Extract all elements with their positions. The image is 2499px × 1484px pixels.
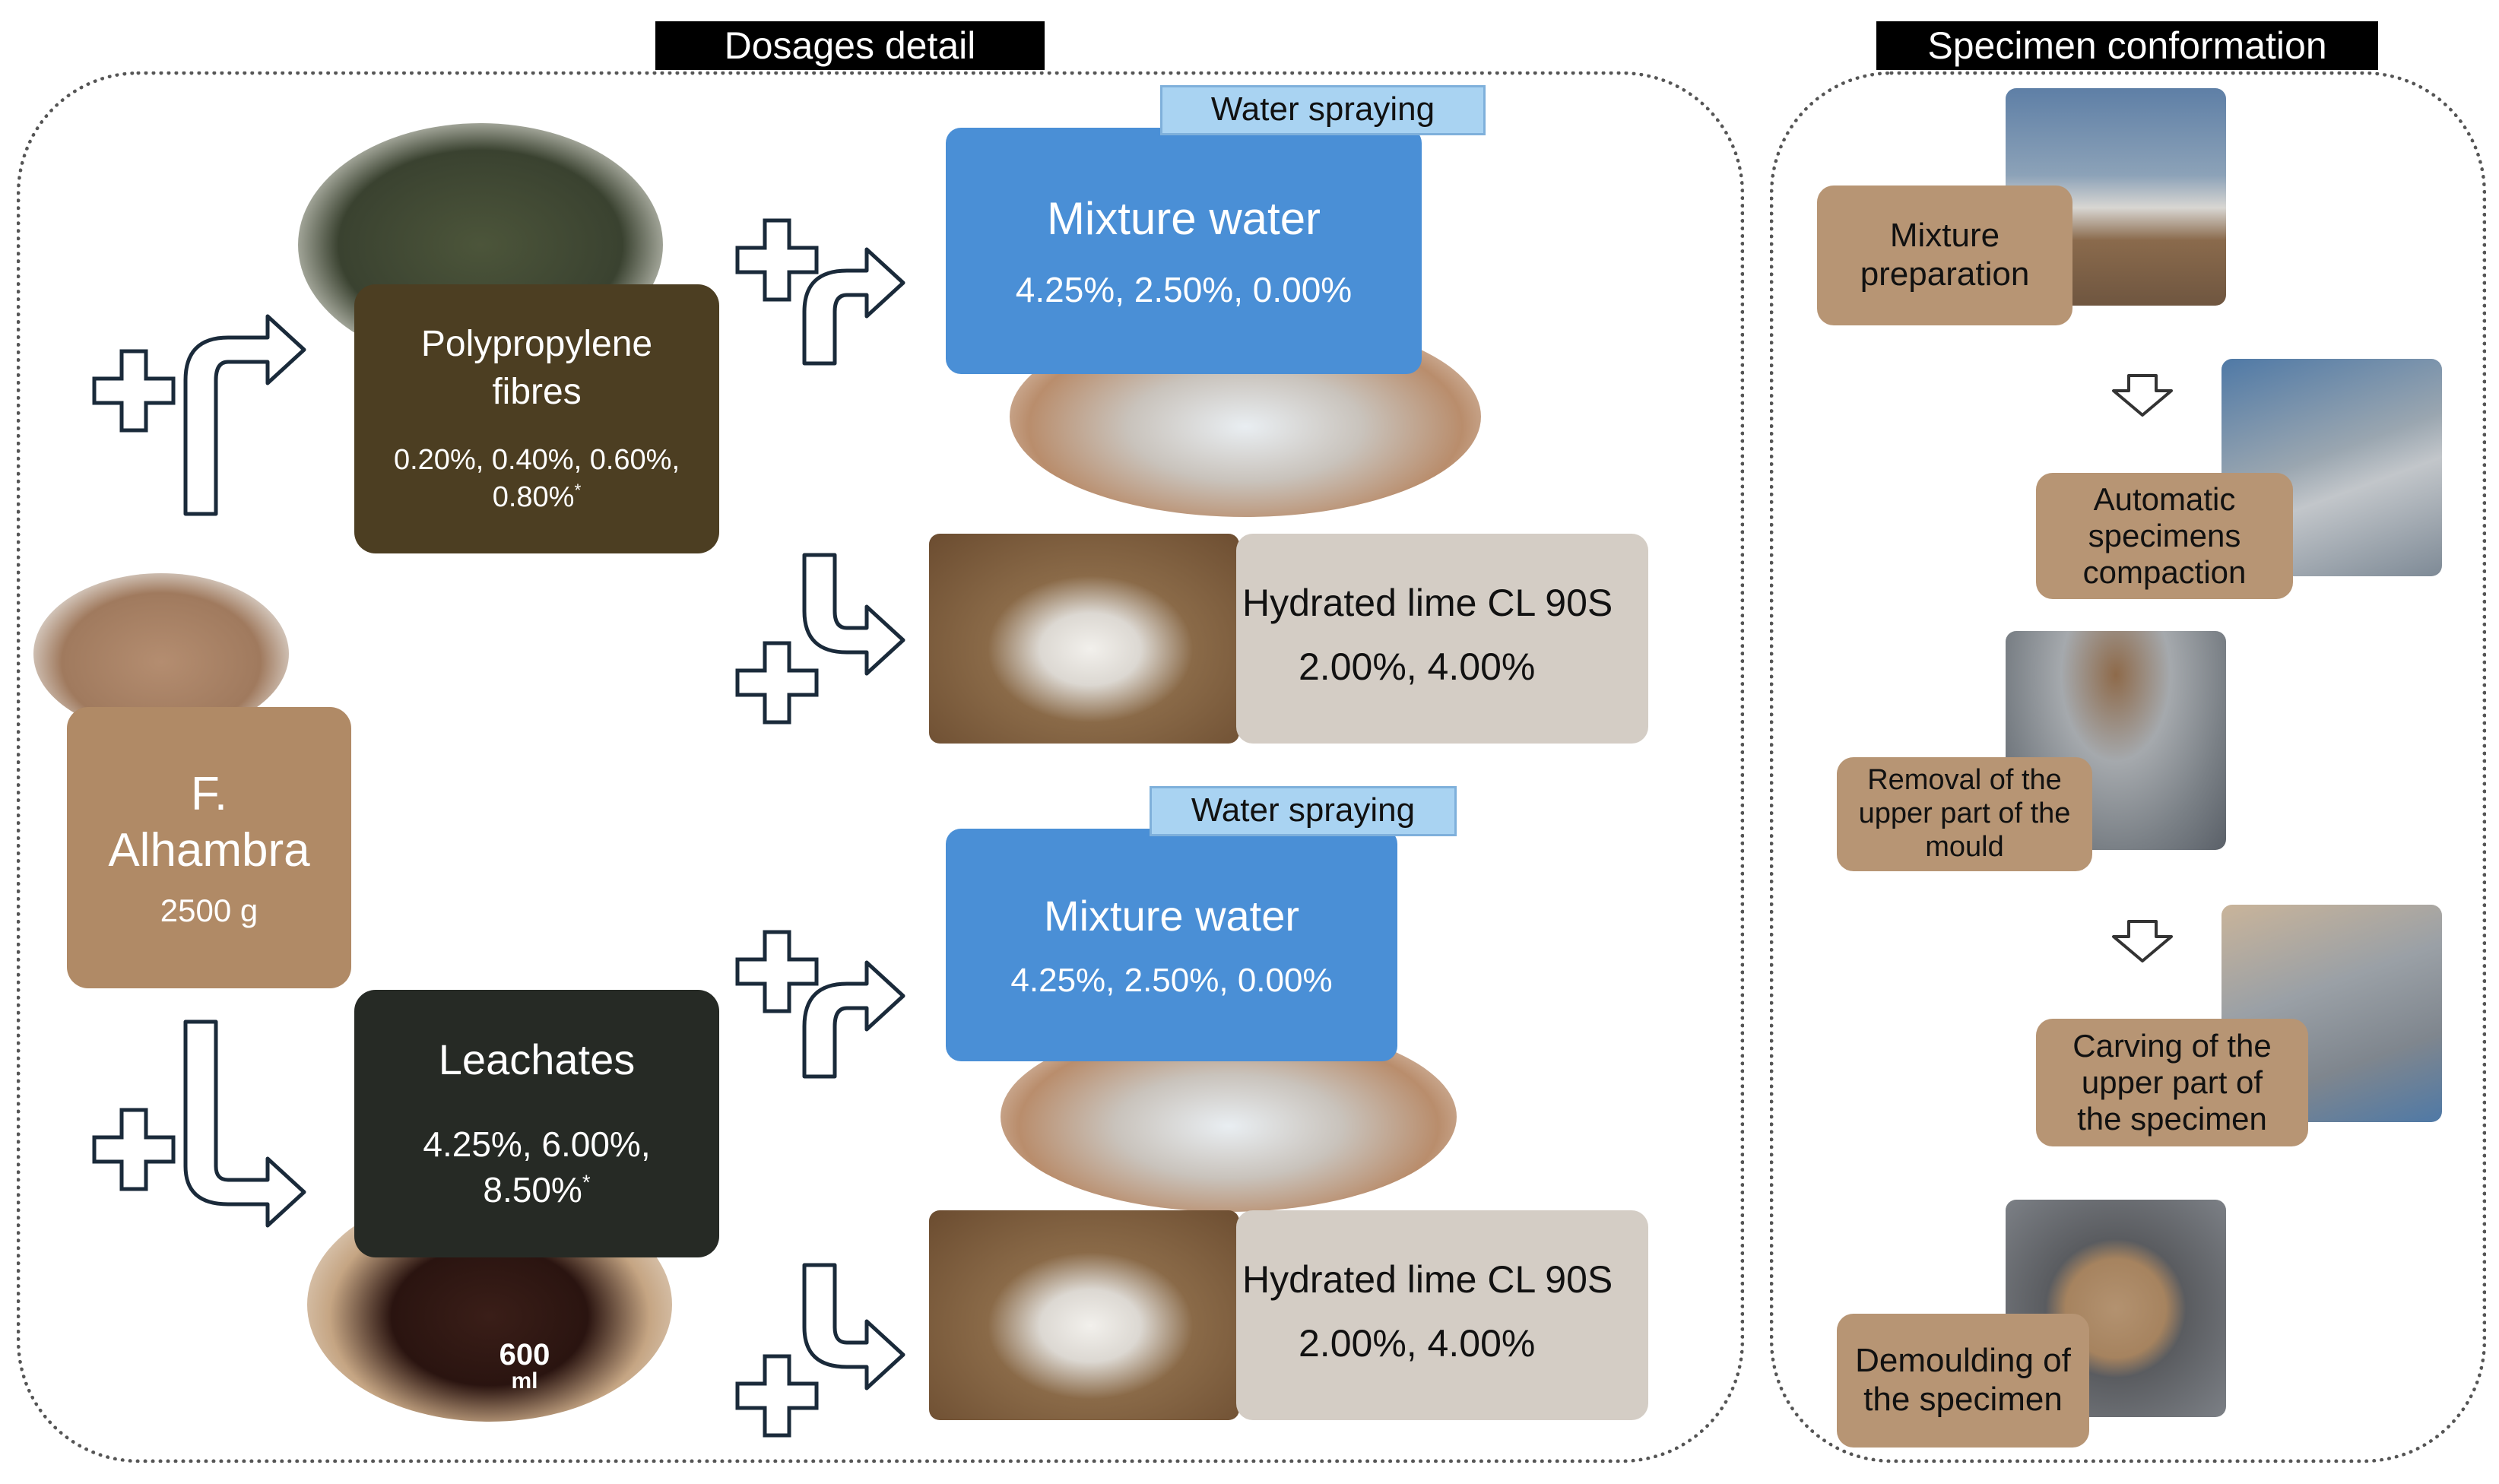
beaker-label: 600 ml [487, 1340, 563, 1393]
plus-icon [737, 1356, 817, 1435]
mixture-water-box: Mixture water 4.25%, 2.50%, 0.00% [946, 829, 1397, 1061]
water-spraying-label: Water spraying [1160, 85, 1486, 135]
down-arrow-icon [2112, 920, 2173, 962]
soil-box: F. Alhambra 2500 g [67, 707, 351, 988]
bent-arrow-up-icon [183, 314, 306, 516]
bent-arrow-up-icon [802, 247, 905, 366]
specimen-header: Specimen conformation [1876, 21, 2378, 70]
lime-photo [929, 534, 1239, 744]
bent-arrow-down-icon [183, 1019, 306, 1228]
lime-values: 2.00%, 4.00% [1299, 1322, 1536, 1365]
soil-mass: 2500 g [160, 893, 258, 929]
water-spraying-label: Water spraying [1150, 786, 1457, 836]
specimen-panel [1770, 71, 2486, 1463]
fibres-values: 0.20%, 0.40%, 0.60%, 0.80% [393, 444, 680, 514]
plus-icon [737, 220, 817, 300]
beaker-unit: ml [511, 1368, 538, 1394]
lime-box: Hydrated lime CL 90S 2.00%, 4.00% [1236, 534, 1648, 744]
plus-icon [94, 351, 173, 430]
bent-arrow-down-icon [802, 1263, 905, 1390]
plus-icon [94, 1110, 173, 1189]
bent-arrow-down-icon [802, 553, 905, 676]
leachates-values: 4.25%, 6.00%, 8.50% [423, 1124, 651, 1210]
lime-photo [929, 1210, 1239, 1420]
leachates-mark: * [582, 1170, 591, 1194]
dosages-header: Dosages detail [655, 21, 1045, 70]
bent-arrow-up-icon [802, 960, 905, 1079]
fibres-title: Polypropylene fibres [420, 324, 653, 412]
mixture-water-title: Mixture water [1046, 192, 1321, 244]
lime-values: 2.00%, 4.00% [1299, 645, 1536, 688]
leachates-box: Leachates 4.25%, 6.00%, 8.50%* [354, 990, 719, 1257]
leachates-title: Leachates [438, 1035, 636, 1083]
lime-title: Hydrated lime CL 90S [1242, 1258, 1613, 1301]
step-carving-upper-specimen: Carving of the upper part of the specime… [2036, 1019, 2308, 1146]
down-arrow-icon [2112, 374, 2173, 417]
mixture-water-title: Mixture water [1043, 891, 1300, 940]
fibres-box: Polypropylene fibres 0.20%, 0.40%, 0.60%… [354, 284, 719, 553]
dosages-panel [17, 71, 1744, 1463]
plus-icon [737, 643, 817, 722]
fibres-values-line: 0.20%, 0.40%, 0.60%, 0.80%* [354, 442, 719, 517]
step-removal-upper-mould: Removal of the upper part of the mould [1837, 757, 2092, 871]
mixture-water-box: Mixture water 4.25%, 2.50%, 0.00% [946, 128, 1422, 374]
mixture-water-values: 4.25%, 2.50%, 0.00% [1015, 269, 1353, 309]
fibres-mark: * [574, 480, 582, 500]
plus-icon [737, 932, 817, 1011]
lime-box: Hydrated lime CL 90S 2.00%, 4.00% [1236, 1210, 1648, 1420]
lime-title: Hydrated lime CL 90S [1242, 582, 1613, 624]
leachates-values-line: 4.25%, 6.00%, 8.50%* [354, 1122, 719, 1213]
beaker-volume: 600 [499, 1338, 550, 1371]
step-demoulding: Demoulding of the specimen [1837, 1314, 2089, 1448]
step-mixture-preparation: Mixture preparation [1817, 186, 2072, 325]
soil-name: F. Alhambra [108, 767, 310, 877]
mixture-water-values: 4.25%, 2.50%, 0.00% [1010, 961, 1333, 999]
step-automatic-compaction: Automatic specimens compaction [2036, 473, 2293, 599]
